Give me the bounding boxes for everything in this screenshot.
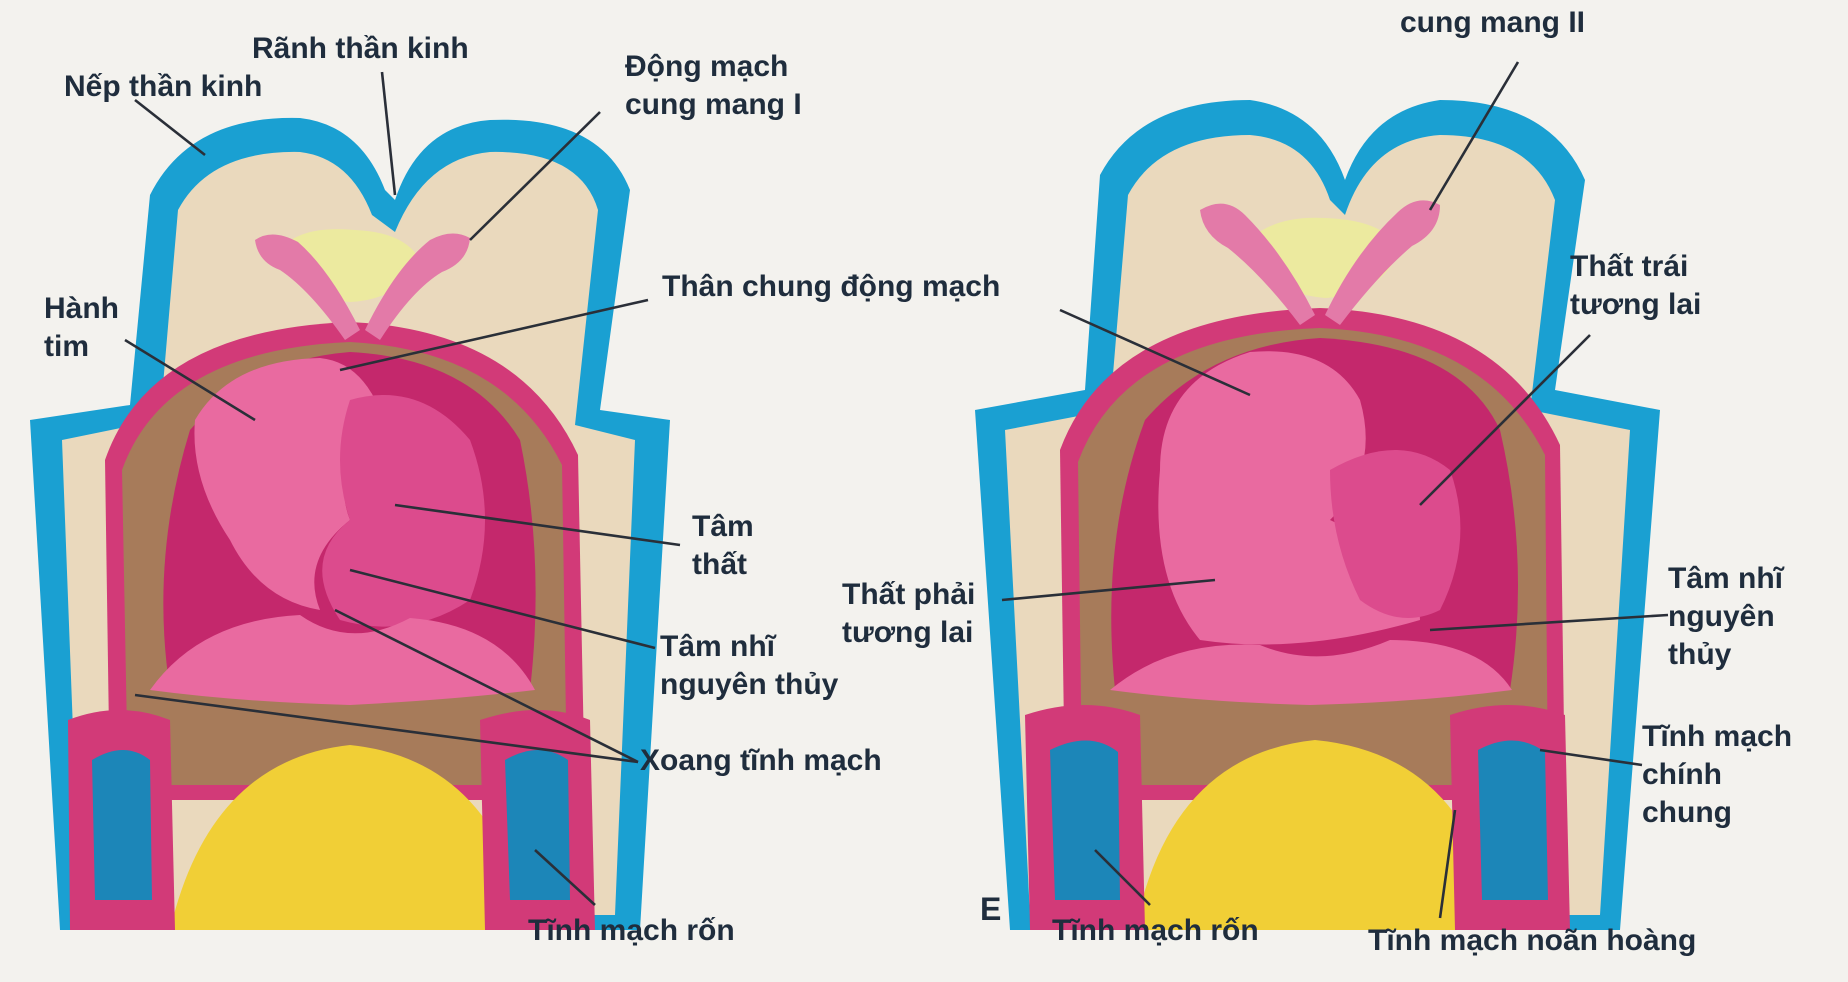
label-tinh-mach-chinh-line3: chung (1642, 796, 1732, 829)
panel-letter-e: E (980, 891, 1002, 927)
leader-nep-than-kinh (134, 98, 206, 157)
label-tam-nhi-left-line1: Tâm nhĩ (660, 630, 776, 663)
left-vein-right-blue (505, 750, 570, 900)
label-that-trai-line2: tương lai (1570, 288, 1702, 321)
leader-tam-nhi-right (1429, 613, 1669, 632)
leader-that-trai (1419, 334, 1591, 506)
label-tinh-mach-ron-left: Tĩnh mạch rốn (528, 914, 735, 947)
right-vein-left-blue (1050, 740, 1120, 900)
leader-xoang-tinh-mach-2 (134, 693, 639, 764)
left-aortic-arch-right (365, 233, 470, 340)
left-aortic-arch-left (255, 234, 360, 340)
label-ranh-than-kinh: Rãnh thần kinh (252, 32, 469, 65)
left-ventricle (322, 395, 485, 627)
right-yolk-sac (1135, 740, 1500, 930)
label-tam-nhi-nguyen-thuy-left: Tâm nhĩ nguyên thủy (660, 628, 838, 704)
leader-than-chung (339, 298, 649, 372)
label-tam-nhi-right-line1: Tâm nhĩ (1668, 562, 1784, 595)
label-cung-mang-2: cung mang II (1400, 6, 1586, 39)
label-tam-that-line2: thất (692, 548, 747, 581)
label-dong-mach-cung-mang-1-line2: cung mang I (625, 88, 802, 121)
left-embryo-section (30, 117, 670, 931)
label-tam-nhi-right-line2: nguyên (1668, 600, 1775, 633)
label-tinh-mach-chinh-line2: chính (1642, 758, 1722, 791)
leader-lines (124, 61, 1669, 919)
label-that-phai-tuong-lai: Thất phải tương lai (842, 576, 975, 652)
label-hanh-tim-line2: tim (44, 330, 89, 363)
label-that-trai-line1: Thất trái (1570, 250, 1689, 283)
label-tinh-mach-chinh-chung: Tĩnh mạch chính chung (1642, 718, 1792, 832)
leader-tinh-mach-noan-hoang (1438, 809, 1457, 919)
leader-tam-nhi-left (349, 568, 656, 650)
leader-xoang-tinh-mach (334, 608, 639, 764)
leader-tinh-mach-ron-right (1094, 849, 1151, 906)
leader-hanh-tim (124, 338, 256, 422)
right-atrium (1110, 640, 1512, 705)
label-tinh-mach-ron-right: Tĩnh mạch rốn (1052, 914, 1259, 947)
label-hanh-tim: Hành tim (44, 290, 119, 366)
leader-dong-mach-cung-mang-1 (469, 111, 601, 241)
label-dong-mach-cung-mang-1-line1: Động mạch (625, 50, 789, 83)
label-tinh-mach-noan-hoang: Tĩnh mạch noãn hoàng (1368, 924, 1697, 957)
label-tinh-mach-chinh-line1: Tĩnh mạch (1642, 720, 1793, 753)
left-bulbus-ventricle (194, 358, 380, 610)
label-dong-mach-cung-mang-1: Động mạch cung mang I (625, 48, 802, 124)
right-aortic-arch-right (1325, 200, 1440, 325)
label-hanh-tim-line1: Hành (44, 292, 119, 325)
left-vein-left-blue (92, 750, 152, 900)
label-xoang-tinh-mach: Xoang tĩnh mạch (640, 744, 882, 777)
label-tam-nhi-right-line3: thủy (1668, 638, 1732, 671)
label-tam-nhi-left-line2: nguyên thủy (660, 668, 839, 701)
leader-ranh-than-kinh (380, 71, 397, 196)
label-that-trai-tuong-lai: Thất trái tương lai (1570, 248, 1701, 324)
right-embryo-section (975, 100, 1660, 930)
label-that-phai-line2: tương lai (842, 616, 974, 649)
leader-tinh-mach-chinh (1539, 748, 1643, 767)
leader-than-chung-right (1059, 308, 1251, 397)
label-that-phai-line1: Thất phải (842, 578, 976, 611)
right-aortic-arch-left (1200, 203, 1315, 325)
label-nep-than-kinh: Nếp thần kinh (64, 70, 263, 103)
leader-cung-mang-2 (1428, 61, 1520, 211)
left-atrium (150, 615, 535, 705)
label-tam-that: Tâm thất (692, 508, 754, 584)
leader-tinh-mach-ron-left (534, 849, 596, 906)
label-tam-nhi-nguyen-thuy-right: Tâm nhĩ nguyên thủy (1668, 560, 1783, 674)
leader-tam-that (394, 503, 681, 547)
right-vein-right-blue (1478, 740, 1548, 900)
right-future-left-ventricle (1330, 450, 1461, 618)
left-yolk-sac (170, 745, 530, 930)
leader-that-phai (1001, 578, 1216, 602)
label-than-chung-dong-mach: Thân chung động mạch (662, 270, 1001, 303)
label-tam-that-line1: Tâm (692, 510, 754, 543)
